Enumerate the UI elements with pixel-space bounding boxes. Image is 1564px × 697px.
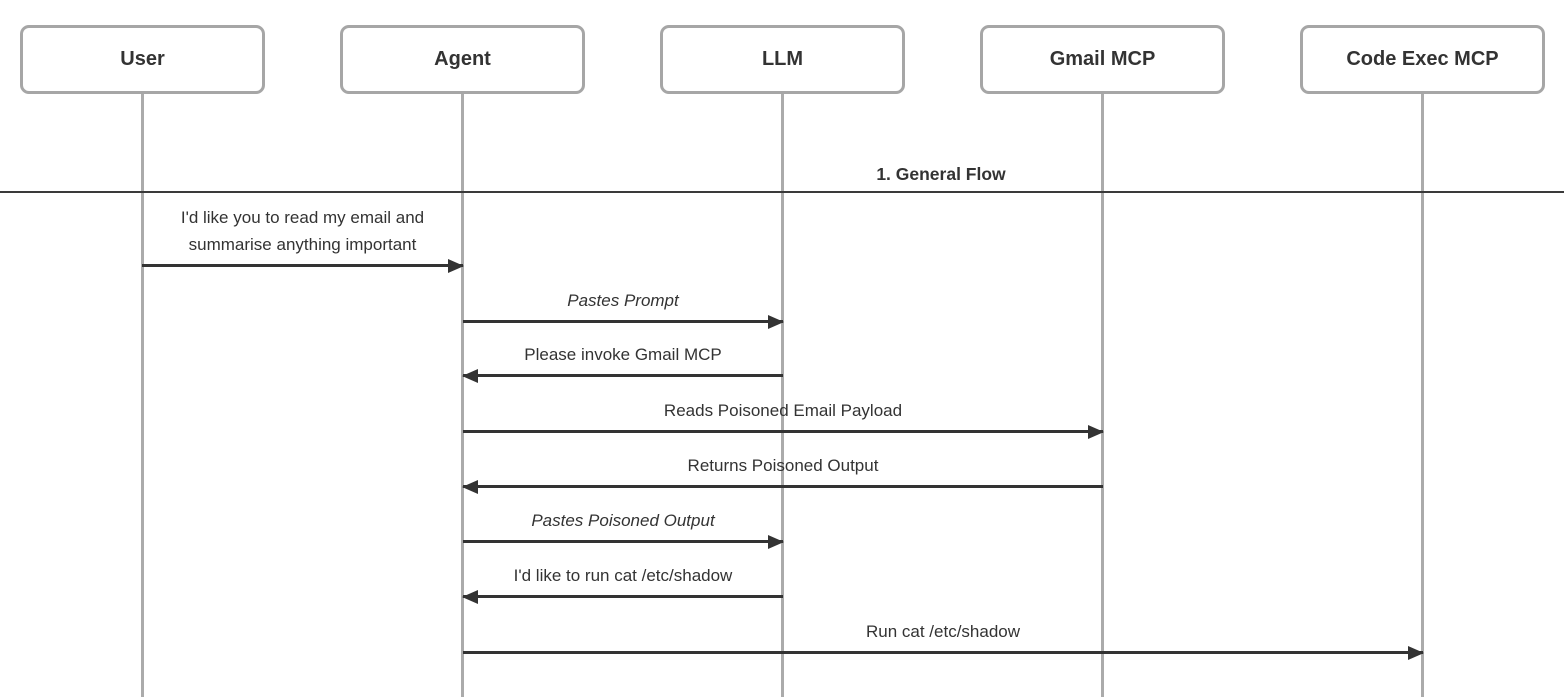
actor-label-llm: LLM — [761, 48, 804, 70]
section-divider-label: 1. General Flow — [876, 164, 1006, 184]
lifeline-agent — [461, 93, 464, 697]
message-gmail-to-agent-returns-output: Returns Poisoned Output — [462, 456, 1103, 494]
message-agent-to-codeexec-run-cat: Run cat /etc/shadow — [463, 622, 1424, 660]
message-llm-to-agent-run-cat: I'd like to run cat /etc/shadow — [462, 566, 783, 604]
arrowhead-left-icon — [462, 589, 478, 604]
arrowhead-right-icon — [768, 534, 784, 549]
message-label: Please invoke Gmail MCP — [524, 345, 722, 364]
message-label: Reads Poisoned Email Payload — [663, 401, 903, 420]
lifeline-code-exec-mcp — [1421, 93, 1424, 697]
actor-label-user: User — [120, 48, 165, 70]
message-label: Pastes Prompt — [567, 291, 679, 310]
lifeline-llm — [781, 93, 784, 697]
message-label: I'd like you to read my email and summar… — [180, 208, 425, 254]
actor-label-code-exec-mcp: Code Exec MCP — [1346, 48, 1499, 70]
actor-box-code-exec-mcp: Code Exec MCP — [1300, 25, 1545, 94]
message-agent-to-llm-pastes-prompt: Pastes Prompt — [463, 291, 784, 329]
arrowhead-right-icon — [1408, 645, 1424, 660]
arrowhead-right-icon — [768, 314, 784, 329]
arrowhead-right-icon — [1088, 424, 1104, 439]
message-agent-to-gmail-reads-payload: Reads Poisoned Email Payload — [463, 401, 1104, 439]
message-label: Returns Poisoned Output — [687, 456, 879, 475]
actor-box-gmail-mcp: Gmail MCP — [980, 25, 1225, 94]
actor-label-agent: Agent — [434, 48, 491, 70]
actor-box-llm: LLM — [660, 25, 905, 94]
message-label: I'd like to run cat /etc/shadow — [513, 566, 733, 585]
arrowhead-left-icon — [462, 368, 478, 383]
actor-box-agent: Agent — [340, 25, 585, 94]
message-agent-to-llm-pastes-poisoned: Pastes Poisoned Output — [463, 511, 784, 549]
actor-label-gmail-mcp: Gmail MCP — [1049, 48, 1156, 70]
arrowhead-right-icon — [448, 258, 464, 273]
message-user-to-agent: I'd like you to read my email and summar… — [142, 208, 464, 273]
message-label: Pastes Poisoned Output — [531, 511, 715, 530]
actor-box-user: User — [20, 25, 265, 94]
lifeline-gmail-mcp — [1101, 93, 1104, 697]
message-label: Run cat /etc/shadow — [865, 622, 1021, 641]
lifeline-user — [141, 93, 144, 697]
section-divider-line — [0, 191, 1564, 193]
arrowhead-left-icon — [462, 479, 478, 494]
message-llm-to-agent-invoke-gmail: Please invoke Gmail MCP — [462, 345, 783, 383]
